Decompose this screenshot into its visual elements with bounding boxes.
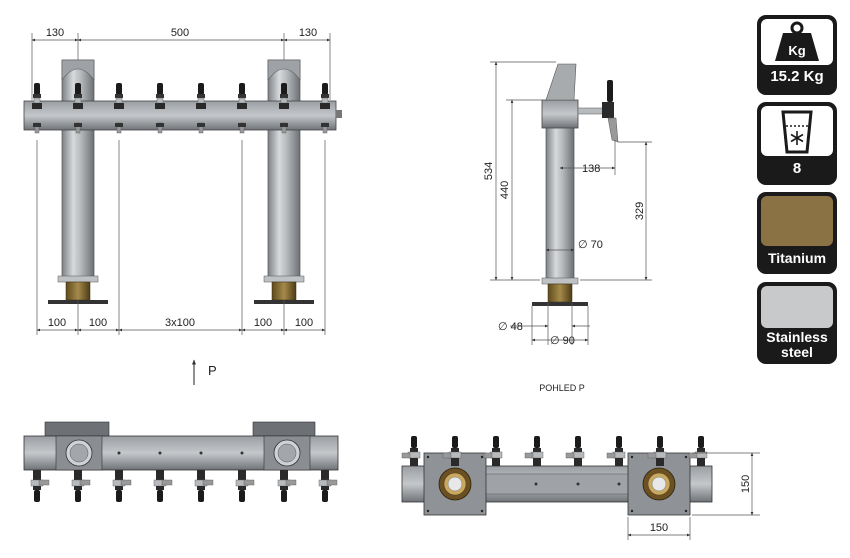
view-arrow-label: P bbox=[208, 363, 217, 378]
view-p: POHLED P 150 150 bbox=[401, 383, 760, 540]
dim-d70: ∅ 70 bbox=[578, 239, 603, 251]
dim-100-c: 100 bbox=[254, 317, 272, 329]
titanium-badge: Titanium bbox=[757, 192, 837, 274]
stainless-label: Stainless steel bbox=[757, 330, 837, 360]
beer-tap-icon bbox=[194, 469, 214, 503]
taps-count: 8 bbox=[792, 160, 802, 177]
beer-tap-icon bbox=[277, 469, 297, 503]
weight-badge: Kg 15.2 Kg bbox=[757, 15, 837, 95]
beer-tap-icon bbox=[71, 469, 91, 503]
beer-tap-icon bbox=[401, 435, 421, 467]
stainless-label-line1: Stainless bbox=[766, 329, 828, 345]
side-view: 534 440 138 329 ∅ 70 ∅ 48 ∅ 90 bbox=[483, 61, 652, 347]
titanium-label: Titanium bbox=[767, 250, 827, 266]
beer-tap-icon bbox=[318, 469, 338, 503]
glass-cooling-icon bbox=[781, 110, 813, 154]
beer-tap-icon bbox=[688, 435, 708, 467]
dim-100-d: 100 bbox=[295, 317, 313, 329]
dim-150-vertical: 150 bbox=[740, 475, 752, 493]
weight-value: 15.2 Kg bbox=[770, 68, 824, 85]
dim-130-right: 130 bbox=[299, 27, 317, 39]
beer-tap-icon bbox=[236, 82, 248, 134]
dim-329: 329 bbox=[634, 202, 646, 220]
beer-tap-icon bbox=[113, 82, 125, 134]
dim-138: 138 bbox=[582, 163, 600, 175]
dim-440: 440 bbox=[499, 181, 511, 199]
view-title: POHLED P bbox=[539, 383, 585, 393]
beer-tap-icon bbox=[154, 82, 166, 134]
beer-tap-icon bbox=[606, 435, 626, 467]
beer-tap-icon bbox=[30, 469, 50, 503]
beer-tap-icon bbox=[112, 469, 132, 503]
dim-534: 534 bbox=[483, 162, 495, 180]
stainless-swatch bbox=[761, 286, 833, 328]
taps-badge: 8 bbox=[757, 102, 837, 185]
dim-150-horizontal: 150 bbox=[650, 522, 668, 534]
beer-tap-icon bbox=[153, 469, 173, 503]
beer-tap-icon bbox=[319, 82, 331, 134]
beer-tap-icon bbox=[235, 469, 255, 503]
dim-500: 500 bbox=[171, 27, 189, 39]
weight-unit: Kg bbox=[788, 43, 805, 58]
kg-weight-icon: Kg bbox=[775, 21, 819, 61]
dim-d90: ∅ 90 bbox=[550, 335, 575, 347]
stainless-badge: Stainless steel bbox=[757, 282, 837, 364]
front-view: 130 500 130 bbox=[23, 27, 342, 385]
rear-view bbox=[23, 421, 339, 503]
dim-d48: ∅ 48 bbox=[498, 321, 523, 333]
stainless-label-line2: steel bbox=[781, 344, 813, 360]
dim-100-a: 100 bbox=[48, 317, 66, 329]
beer-tap-icon bbox=[31, 82, 43, 134]
beer-tap-icon bbox=[483, 435, 503, 467]
dim-100-b: 100 bbox=[89, 317, 107, 329]
dim-3x100: 3x100 bbox=[165, 317, 195, 329]
beer-tap-icon bbox=[524, 435, 544, 467]
beer-tap-icon bbox=[195, 82, 207, 134]
dim-130-left: 130 bbox=[46, 27, 64, 39]
beer-tap-icon bbox=[565, 435, 585, 467]
titanium-swatch bbox=[761, 196, 833, 246]
